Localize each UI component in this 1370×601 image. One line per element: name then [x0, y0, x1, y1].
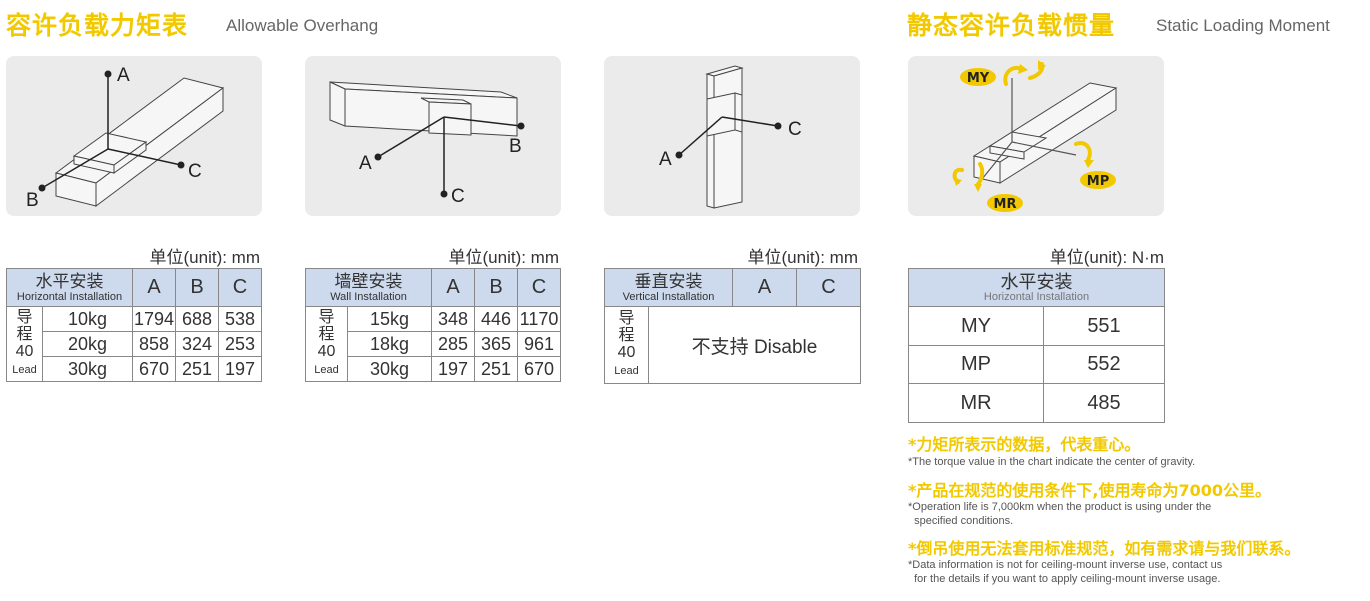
- label-c: C: [451, 186, 465, 207]
- table-row: MR 485: [908, 383, 1165, 423]
- unit-label-vertical: 单位(unit): mm: [747, 248, 859, 267]
- note-3-en: *Data information is not for ceiling-mou…: [908, 559, 1223, 585]
- col-header-c: C: [218, 268, 262, 307]
- static-moment-title-en: Static Loading Moment: [1156, 16, 1330, 35]
- unit-label-wall: 单位(unit): mm: [448, 248, 560, 267]
- col-header-c: C: [517, 268, 561, 307]
- note-2-cn: *产品在规范的使用条件下,使用寿命为7000公里。: [908, 481, 1271, 500]
- table-row: MY 551: [908, 306, 1165, 346]
- label-a: A: [659, 149, 672, 170]
- col-header-b: B: [474, 268, 518, 307]
- vertical-installation-table: 垂直安装 Vertical Installation A C 导 程 40 Le…: [604, 268, 861, 384]
- note-1-cn: *力矩所表示的数据，代表重心。: [908, 435, 1141, 454]
- allowable-overhang-title-cn: 容许负载力矩表: [6, 11, 189, 40]
- label-mr: MR: [994, 197, 1017, 212]
- table-row: MP 552: [908, 345, 1165, 384]
- static-moment-title-cn: 静态容许负载惯量: [907, 11, 1116, 40]
- vertical-overhang-diagram: C A: [659, 65, 802, 209]
- vertical-diagram-panel: C A: [604, 56, 860, 216]
- col-header-a: A: [431, 268, 475, 307]
- label-mp: MP: [1087, 174, 1109, 189]
- table-row: 导 程 40 Lead 不支持 Disable: [604, 306, 861, 384]
- note-2-en: *Operation life is 7,000km when the prod…: [908, 501, 1212, 527]
- static-moment-diagram: MY MP MR: [952, 60, 1118, 212]
- lead-cell: 导 程 40 Lead: [604, 306, 649, 384]
- lead-cell: 导 程 40 Lead: [305, 306, 348, 382]
- col-header-c: C: [796, 268, 861, 307]
- note-3-cn: *倒吊使用无法套用标准规范，如有需求请与我们联系。: [908, 539, 1301, 558]
- label-my: MY: [967, 71, 990, 86]
- label-c: C: [788, 119, 802, 140]
- wall-installation-table: 墙壁安装 Wall Installation A B C 导 程 40 Lead…: [305, 268, 561, 382]
- horizontal-diagram-panel: A C B: [6, 56, 262, 216]
- table-header: 垂直安装 Vertical Installation: [604, 268, 733, 307]
- note-1-en: *The torque value in the chart indicate …: [908, 456, 1196, 468]
- unit-label-horizontal: 单位(unit): mm: [149, 248, 261, 267]
- label-b: B: [26, 190, 39, 211]
- unit-label-moment: 单位(unit): N·m: [1049, 248, 1164, 267]
- col-header-a: A: [132, 268, 176, 307]
- table-row: 30kg 670 251 197: [7, 356, 262, 382]
- disable-cell: 不支持 Disable: [648, 306, 861, 384]
- col-header-b: B: [175, 268, 219, 307]
- static-moment-table: 水平安装 Horizontal Installation MY 551 MP 5…: [908, 268, 1165, 423]
- label-c: C: [188, 161, 202, 182]
- lead-cell: 导 程 40 Lead: [6, 306, 43, 382]
- label-a: A: [117, 65, 130, 86]
- table-row: 导 程 40 Lead 10kg 1794 688 538: [6, 306, 262, 382]
- allowable-overhang-title-en: Allowable Overhang: [226, 16, 379, 35]
- wall-overhang-diagram: A B C: [329, 81, 525, 207]
- wall-diagram-panel: A B C: [305, 56, 561, 216]
- moment-diagram-panel: MY MP MR: [908, 56, 1164, 216]
- table-row: 18kg 285 365 961: [306, 331, 561, 357]
- table-row: 30kg 197 251 670: [306, 356, 561, 382]
- table-header: 水平安装 Horizontal Installation: [908, 268, 1165, 307]
- table-header: 墙壁安装 Wall Installation: [305, 268, 432, 307]
- table-row: 20kg 858 324 253: [7, 331, 262, 357]
- horizontal-installation-table: 水平安装 Horizontal Installation A B C 导 程 4…: [6, 268, 262, 382]
- horizontal-overhang-diagram: A C B: [26, 65, 225, 211]
- label-a: A: [359, 153, 372, 174]
- table-row: 导 程 40 Lead 15kg 348 446 1170: [305, 306, 561, 382]
- label-b: B: [509, 136, 522, 157]
- table-header: 水平安装 Horizontal Installation: [6, 268, 133, 307]
- col-header-a: A: [732, 268, 797, 307]
